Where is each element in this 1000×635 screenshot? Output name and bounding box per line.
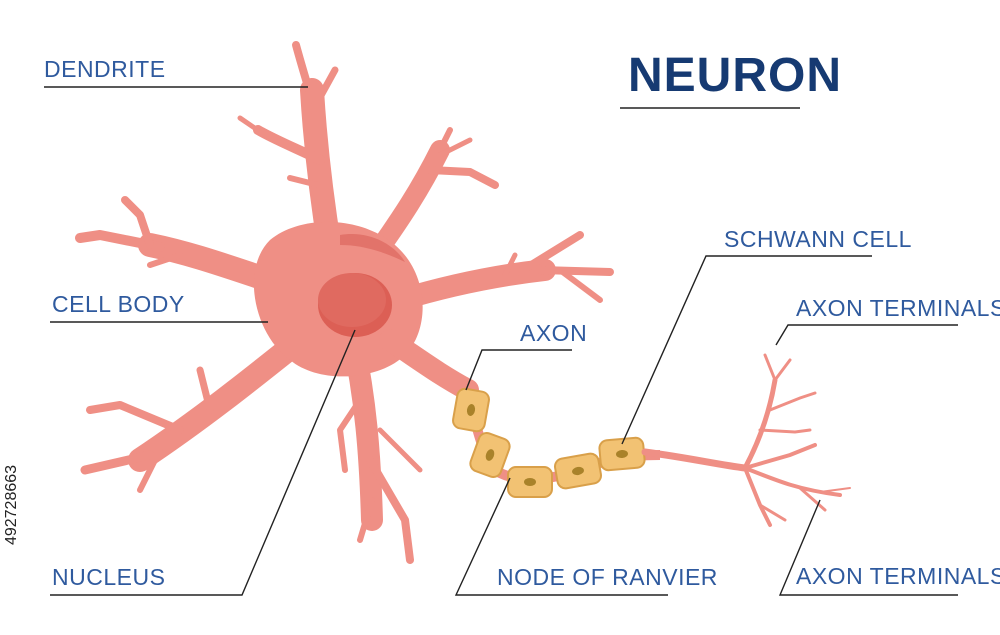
schwann-segment xyxy=(452,387,490,433)
stock-id-watermark: 492728663 xyxy=(2,395,22,615)
leader-axon-terminals-top xyxy=(775,324,958,346)
neuron-shape xyxy=(75,41,614,564)
label-nucleus: NUCLEUS xyxy=(52,564,166,590)
leader-schwann-cell xyxy=(621,255,872,445)
label-schwann-cell: SCHWANN CELL xyxy=(724,226,912,252)
schwann-segment xyxy=(469,431,511,479)
leader-nucleus xyxy=(50,329,356,596)
label-cell-body: CELL BODY xyxy=(52,291,185,317)
leader-axon-terminals-bottom xyxy=(778,499,958,596)
leader-lines xyxy=(44,86,958,596)
schwann-segment xyxy=(553,452,603,490)
page-title: NEURON xyxy=(628,49,843,102)
leader-node-of-ranvier xyxy=(454,477,668,596)
label-axon-terminals-bottom: AXON TERMINALS xyxy=(796,563,1000,589)
label-node-of-ranvier: NODE OF RANVIER xyxy=(497,564,718,590)
label-axon-terminals-top: AXON TERMINALS xyxy=(796,295,1000,321)
myelin-sheaths xyxy=(452,387,646,498)
label-axon: AXON xyxy=(520,320,588,346)
axon-terminals-branches xyxy=(641,353,851,527)
label-dendrite: DENDRITE xyxy=(44,56,166,82)
stock-id-text: 492728663 xyxy=(3,464,20,546)
axon-hillock xyxy=(379,329,479,401)
leader-axon xyxy=(465,349,572,391)
